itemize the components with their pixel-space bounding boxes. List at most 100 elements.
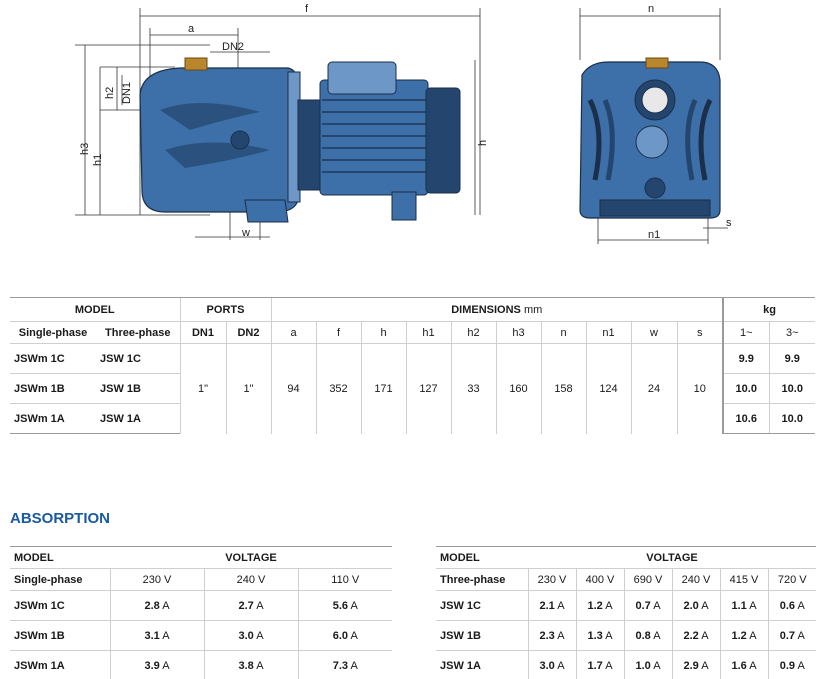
label-h1: h1: [92, 154, 104, 166]
label-s: s: [726, 217, 732, 229]
row-three-model: JSW 1A: [96, 403, 180, 434]
abs-three-model: JSW 1A: [436, 650, 528, 679]
abs-single-voltage-header: VOLTAGE: [110, 546, 392, 569]
cell-n1: 124: [585, 343, 631, 434]
row-single-model: JSWm 1A: [10, 403, 96, 434]
abs-single-voltage-col: 110 V: [297, 568, 392, 591]
abs-single-voltage-col: 240 V: [203, 568, 298, 591]
table-row: JSWm 1B 3.1 A 3.0 A 6.0 A: [10, 620, 392, 651]
col-h2: h2: [450, 321, 496, 344]
pump-front-view-drawing: n n1 s: [579, 3, 732, 244]
abs-three-value: 0.8 A: [623, 620, 672, 651]
cell-s: 10: [676, 343, 723, 434]
cell-a: 94: [270, 343, 316, 434]
row-three-model: JSW 1B: [96, 373, 180, 404]
cell-h3: 160: [495, 343, 541, 434]
cell-h: 171: [360, 343, 406, 434]
col-s: s: [676, 321, 723, 344]
abs-three-model: JSW 1C: [436, 590, 528, 621]
abs-single-value: 3.9 A: [109, 650, 204, 679]
label-f: f: [305, 3, 309, 15]
col-a: a: [270, 321, 316, 344]
row-single-model: JSWm 1C: [10, 343, 96, 374]
abs-three-phase-header: Three-phase: [436, 568, 528, 591]
dims-header-dimensions: DIMENSIONS mm: [270, 297, 723, 322]
abs-three-value: 2.2 A: [671, 620, 720, 651]
cell-weight-1: 9.9: [722, 343, 769, 374]
abs-three-model-header: MODEL: [436, 546, 528, 569]
cell-w: 24: [630, 343, 677, 434]
abs-three-header-row: MODEL VOLTAGE: [436, 546, 816, 569]
abs-single-model-header: MODEL: [10, 546, 110, 569]
row-single-model: JSWm 1B: [10, 373, 96, 404]
cell-weight-1: 10.6: [722, 403, 769, 434]
abs-three-voltage-header: VOLTAGE: [528, 546, 816, 569]
col-h: h: [360, 321, 406, 344]
label-h: h: [477, 140, 489, 146]
abs-single-phase-header: Single-phase: [10, 568, 110, 591]
cell-dn2: 1": [225, 343, 271, 434]
abs-three-value: 2.0 A: [671, 590, 720, 621]
abs-single-value: 3.0 A: [203, 620, 298, 651]
abs-single-voltage-col: 230 V: [109, 568, 204, 591]
cell-weight-3: 9.9: [768, 343, 815, 374]
pump-front-body: [579, 57, 721, 219]
abs-single-subheader-row: Single-phase 230 V 240 V 110 V: [10, 568, 392, 591]
table-row: JSW 1C 2.1 A 1.2 A 0.7 A 2.0 A 1.1 A 0.6…: [436, 590, 816, 621]
abs-single-header-row: MODEL VOLTAGE: [10, 546, 392, 569]
col-n1: n1: [585, 321, 631, 344]
col-h1: h1: [405, 321, 451, 344]
label-dn1: DN1: [121, 82, 133, 104]
label-n1: n1: [648, 229, 660, 241]
cell-h1: 127: [405, 343, 451, 434]
col-dn2: DN2: [225, 321, 271, 344]
table-row: JSW 1B 2.3 A 1.3 A 0.8 A 2.2 A 1.2 A 0.7…: [436, 620, 816, 651]
table-row: JSWm 1B JSW 1B 10.0 10.0: [10, 373, 815, 404]
cell-weight-1: 10.0: [722, 373, 769, 404]
table-row: JSWm 1C JSW 1C 1" 1" 94 352 171 127 33 1…: [10, 343, 815, 434]
label-w: w: [241, 227, 250, 239]
abs-three-voltage-col: 400 V: [575, 568, 624, 591]
cell-dn1: 1": [179, 343, 226, 434]
dims-subheader-row: Single-phase Three-phase DN1 DN2 a f h h…: [10, 321, 815, 344]
col-weight-1: 1~: [722, 321, 769, 344]
abs-single-model: JSWm 1C: [10, 590, 110, 621]
abs-three-voltage-col: 720 V: [767, 568, 816, 591]
abs-three-voltage-col: 415 V: [719, 568, 768, 591]
dimensions-table: MODEL PORTS DIMENSIONS mm kg Single-phas…: [10, 297, 815, 434]
abs-three-voltage-col: 240 V: [671, 568, 720, 591]
table-row: JSWm 1A 3.9 A 3.8 A 7.3 A: [10, 650, 392, 679]
absorption-title: ABSORPTION: [10, 510, 111, 527]
abs-three-value: 0.7 A: [767, 620, 816, 651]
cell-n: 158: [540, 343, 586, 434]
absorption-single-phase-table: MODEL VOLTAGE Single-phase 230 V 240 V 1…: [10, 546, 392, 679]
cell-h2: 33: [450, 343, 496, 434]
absorption-three-phase-table: MODEL VOLTAGE Three-phase 230 V 400 V 69…: [436, 546, 816, 679]
abs-single-value: 2.7 A: [203, 590, 298, 621]
col-w: w: [630, 321, 677, 344]
col-weight-3: 3~: [768, 321, 815, 344]
pump-side-view-drawing: f a DN2 h3 h1 h2 DN1 h w: [75, 3, 489, 240]
table-row: JSW 1A 3.0 A 1.7 A 1.0 A 2.9 A 1.6 A 0.9…: [436, 650, 816, 679]
col-h3: h3: [495, 321, 541, 344]
abs-single-value: 5.6 A: [297, 590, 392, 621]
abs-three-value: 1.2 A: [575, 590, 624, 621]
abs-single-value: 2.8 A: [109, 590, 204, 621]
abs-single-value: 7.3 A: [297, 650, 392, 679]
abs-three-value: 0.9 A: [767, 650, 816, 679]
label-h2: h2: [104, 87, 116, 99]
abs-single-value: 6.0 A: [297, 620, 392, 651]
abs-three-value: 1.7 A: [575, 650, 624, 679]
pump-body: [139, 57, 461, 223]
col-three-phase: Three-phase: [96, 321, 180, 344]
abs-three-value: 0.7 A: [623, 590, 672, 621]
cell-f: 352: [315, 343, 361, 434]
abs-three-value: 2.9 A: [671, 650, 720, 679]
abs-single-value: 3.8 A: [203, 650, 298, 679]
dims-header-ports: PORTS: [179, 297, 271, 322]
cell-weight-3: 10.0: [768, 373, 815, 404]
row-three-model: JSW 1C: [96, 343, 180, 374]
abs-three-value: 2.3 A: [527, 620, 576, 651]
label-h3: h3: [79, 143, 91, 155]
abs-single-value: 3.1 A: [109, 620, 204, 651]
